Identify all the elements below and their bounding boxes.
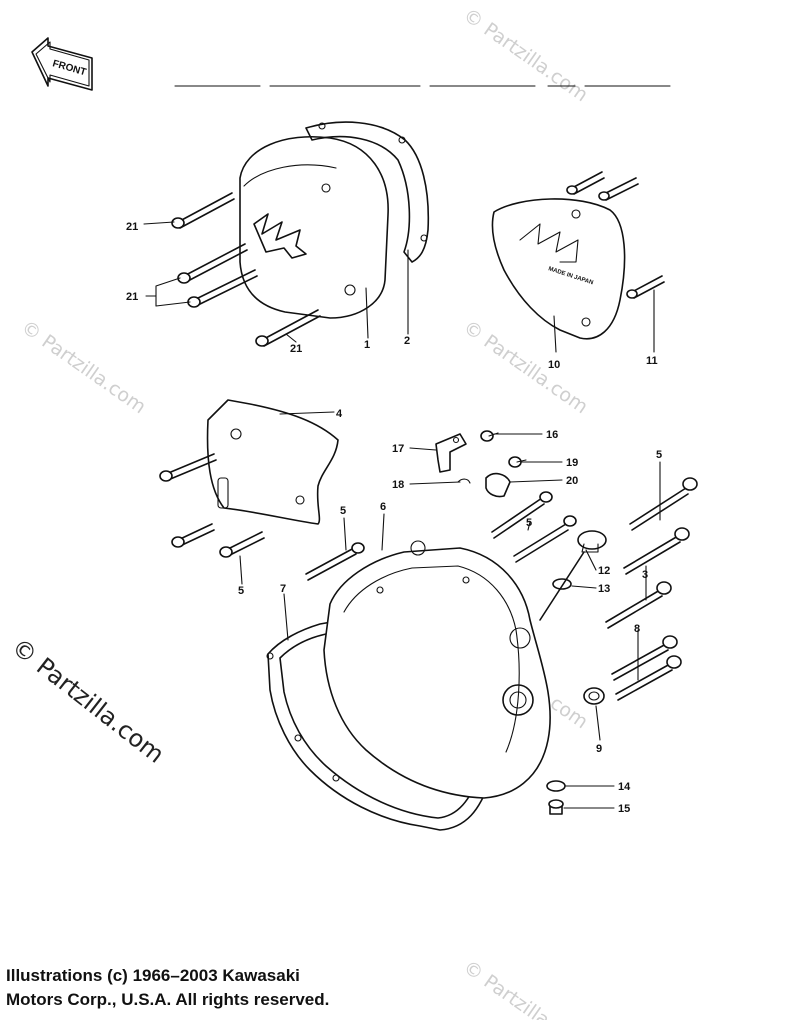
part-1-generator-cover bbox=[239, 136, 389, 319]
part-10-sprocket-cover: MADE IN JAPAN bbox=[491, 198, 626, 340]
callout-15: 15 bbox=[618, 803, 630, 815]
callout-21b: 21 bbox=[126, 291, 138, 303]
callout-1: 1 bbox=[364, 339, 370, 351]
callout-11: 11 bbox=[646, 355, 658, 367]
watermark-middle-left: © Partzilla.com bbox=[17, 316, 150, 418]
callout-12: 12 bbox=[598, 565, 610, 577]
callout-5d: 5 bbox=[238, 585, 244, 597]
watermark-bottom-right: © Partzilla.com bbox=[459, 956, 592, 1020]
callout-14: 14 bbox=[618, 781, 631, 793]
part-6-clutch-cover bbox=[323, 540, 551, 799]
callout-18: 18 bbox=[392, 479, 404, 491]
callout-labels: 21 21 21 1 2 10 11 4 17 16 19 18 20 5 5 … bbox=[126, 221, 662, 815]
watermark-top: © Partzilla.com bbox=[459, 4, 592, 106]
callout-20: 20 bbox=[566, 475, 578, 487]
callout-3: 3 bbox=[642, 569, 648, 581]
callout-4: 4 bbox=[336, 408, 343, 420]
bolts-plate bbox=[159, 453, 265, 558]
callout-6: 6 bbox=[380, 501, 386, 513]
callout-21c: 21 bbox=[290, 343, 302, 355]
part-4-plate bbox=[206, 399, 339, 525]
callout-21a: 21 bbox=[126, 221, 138, 233]
callout-19: 19 bbox=[566, 457, 578, 469]
watermark-left: © Partzilla.com bbox=[6, 633, 169, 769]
leader-lines bbox=[143, 221, 661, 809]
bolts-21 bbox=[171, 192, 321, 347]
part-2-gasket bbox=[305, 121, 430, 263]
callout-9: 9 bbox=[596, 743, 602, 755]
bolts-11 bbox=[566, 171, 665, 299]
callout-5a: 5 bbox=[656, 449, 662, 461]
copyright-line-2: Motors Corp., U.S.A. All rights reserved… bbox=[6, 990, 330, 1009]
front-arrow-tag: FRONT bbox=[31, 37, 93, 91]
callout-2: 2 bbox=[404, 335, 410, 347]
callout-5b: 5 bbox=[340, 505, 346, 517]
parts-9-14-15 bbox=[546, 687, 605, 815]
copyright-line-1: Illustrations (c) 1966–2003 Kawasaki bbox=[6, 966, 300, 985]
front-label: FRONT bbox=[51, 58, 87, 78]
callout-13: 13 bbox=[598, 583, 610, 595]
callout-8: 8 bbox=[634, 623, 640, 635]
callout-17: 17 bbox=[392, 443, 404, 455]
small-parts-16-20 bbox=[435, 430, 527, 498]
callout-10: 10 bbox=[548, 359, 560, 371]
callout-5c: 5 bbox=[526, 517, 532, 529]
callout-16: 16 bbox=[546, 429, 558, 441]
bolts-right bbox=[305, 477, 698, 701]
dipstick-12-13 bbox=[539, 530, 607, 621]
callout-7: 7 bbox=[280, 583, 286, 595]
